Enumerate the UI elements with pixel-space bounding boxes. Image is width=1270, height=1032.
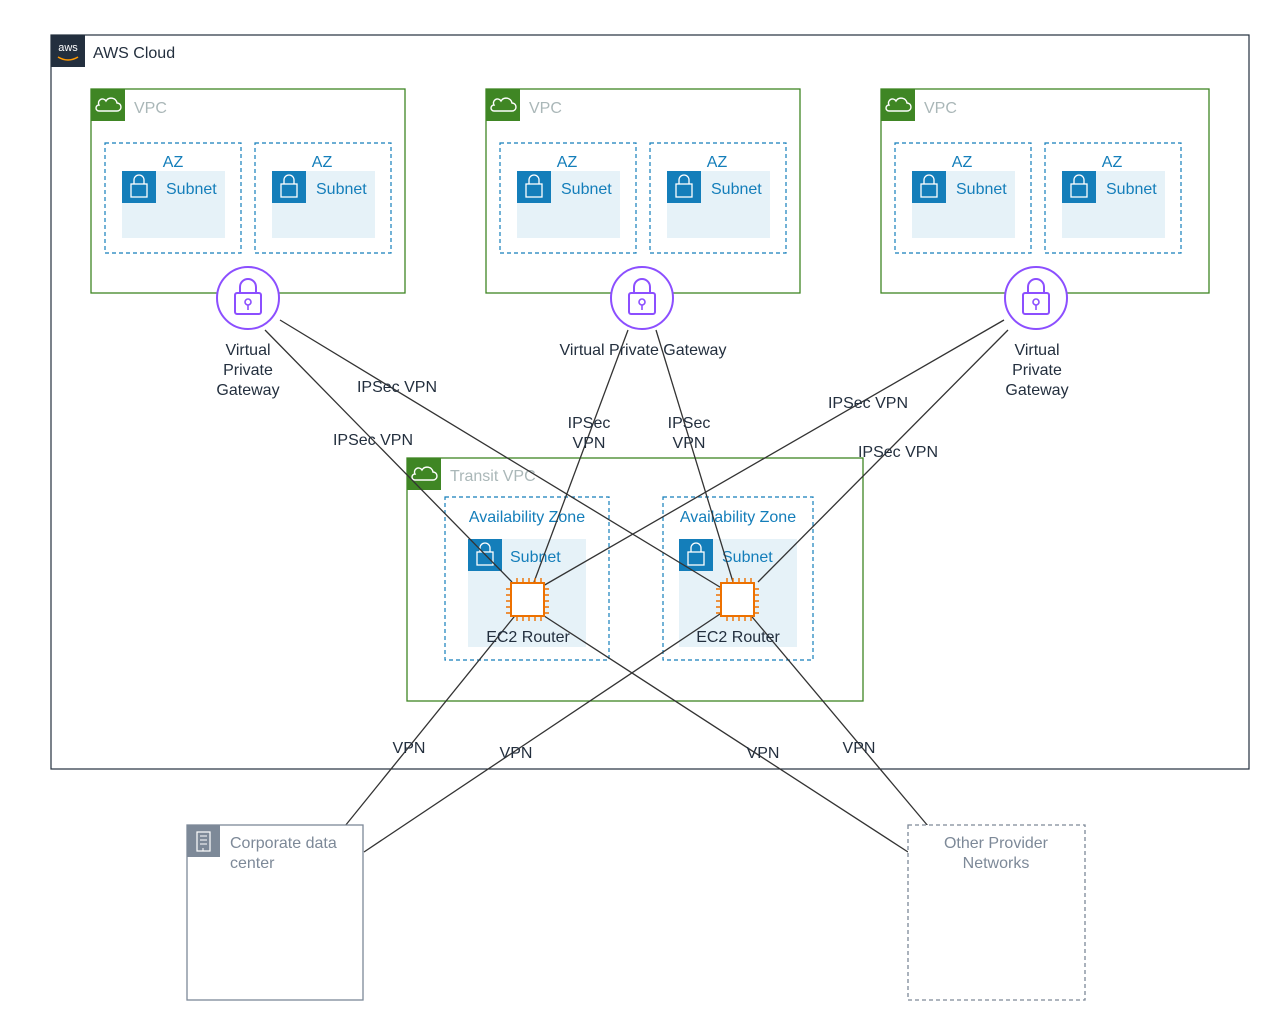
subnet-label: Subnet xyxy=(711,181,762,198)
az-box: AZ Subnet xyxy=(649,142,787,254)
virtual-private-gateway-1 xyxy=(216,266,280,330)
az-label: Availability Zone xyxy=(680,509,796,526)
gateway-label: Virtual Private Gateway xyxy=(216,342,279,399)
svg-text:AZ: AZ xyxy=(557,154,578,171)
gateway-label: Virtual Private Gateway xyxy=(560,342,727,359)
az-box: AZ Subnet xyxy=(254,142,392,254)
svg-text:AZ: AZ xyxy=(952,154,973,171)
vpn-line xyxy=(537,611,909,853)
vpc-label: VPC xyxy=(924,100,957,117)
vpn-label: VPN xyxy=(393,740,426,757)
ipsec-vpn-label: IPSec xyxy=(668,415,711,432)
chip-icon xyxy=(716,578,759,621)
subnet-lock-icon xyxy=(679,539,713,571)
ipsec-vpn-line xyxy=(279,319,739,599)
svg-text:Virtual Private Gateway: Virtual Private Gateway xyxy=(560,342,727,359)
subnet-label: Subnet xyxy=(956,181,1007,198)
subnet-label: Subnet xyxy=(561,181,612,198)
vpn-label: VPN xyxy=(500,745,533,762)
other-networks-label: Networks xyxy=(963,855,1030,872)
router-label: EC2 Router xyxy=(486,629,570,646)
vpn-line xyxy=(747,611,929,827)
subnet-lock-icon xyxy=(122,171,156,203)
transit-vpc-label: Transit VPC xyxy=(450,468,536,485)
corporate-label: center xyxy=(230,855,275,872)
transit-vpc-group: Transit VPC xyxy=(406,457,864,702)
gateway-lock-icon xyxy=(1022,278,1050,315)
az-label: Availability Zone xyxy=(469,509,585,526)
virtual-private-gateway-3 xyxy=(1004,266,1068,330)
svg-text:Virtual: Virtual xyxy=(1014,342,1059,359)
subnet-lock-icon xyxy=(1062,171,1096,203)
vpc-cloud-icon xyxy=(407,458,441,490)
corporate-label: Corporate data xyxy=(230,835,337,852)
other-provider-networks: Other Provider Networks xyxy=(907,824,1086,1001)
router-label: EC2 Router xyxy=(696,629,780,646)
connection-labels: IPSec VPN IPSec VPN IPSec VPN IPSec VPN … xyxy=(333,379,938,762)
aws-logo-icon: aws xyxy=(51,35,85,67)
svg-text:AZ: AZ xyxy=(1102,154,1123,171)
ipsec-vpn-line xyxy=(655,329,734,583)
ipsec-vpn-label: VPN xyxy=(573,435,606,452)
subnet-lock-icon xyxy=(272,171,306,203)
az-box: AZ Subnet xyxy=(499,142,637,254)
ipsec-vpn-line xyxy=(757,329,1009,583)
aws-cloud-group: aws AWS Cloud xyxy=(50,34,1250,770)
subnet-lock-icon xyxy=(667,171,701,203)
vpn-line xyxy=(344,611,519,827)
corporate-data-center: Corporate data center xyxy=(186,824,364,1001)
chip-icon xyxy=(506,578,549,621)
gateway-label: Virtual Private Gateway xyxy=(1005,342,1068,399)
connection-lines xyxy=(264,319,1009,853)
ipsec-vpn-line xyxy=(264,329,513,583)
subnet-label: Subnet xyxy=(316,181,367,198)
subnet-label: Subnet xyxy=(722,549,773,566)
az-box: AZ Subnet xyxy=(1044,142,1182,254)
ipsec-vpn-label: IPSec VPN xyxy=(828,395,908,412)
other-networks-label: Other Provider xyxy=(944,835,1049,852)
ipsec-vpn-label: IPSec VPN xyxy=(357,379,437,396)
vpn-label: VPN xyxy=(843,740,876,757)
svg-text:Gateway: Gateway xyxy=(1005,382,1068,399)
svg-text:AZ: AZ xyxy=(312,154,333,171)
svg-text:AZ: AZ xyxy=(163,154,184,171)
subnet-label: Subnet xyxy=(166,181,217,198)
vpn-label: VPN xyxy=(747,745,780,762)
vpc-cloud-icon xyxy=(486,89,520,121)
svg-text:aws: aws xyxy=(58,42,78,54)
vpc-label: VPC xyxy=(134,100,167,117)
subnet-lock-icon xyxy=(912,171,946,203)
gateway-lock-icon xyxy=(628,278,656,315)
vpc-label: VPC xyxy=(529,100,562,117)
subnet-label: Subnet xyxy=(510,549,561,566)
svg-text:Private: Private xyxy=(223,362,273,379)
svg-text:Private: Private xyxy=(1012,362,1062,379)
svg-text:Gateway: Gateway xyxy=(216,382,279,399)
ec2-router-2: EC2 Router xyxy=(696,578,780,646)
vpc-cloud-icon xyxy=(91,89,125,121)
ec2-router-1: EC2 Router xyxy=(486,578,570,646)
ipsec-vpn-label: IPSec xyxy=(568,415,611,432)
ipsec-vpn-label: IPSec VPN xyxy=(333,432,413,449)
az-box: AZ Subnet xyxy=(894,142,1032,254)
vpn-line xyxy=(363,611,724,853)
subnet-lock-icon xyxy=(517,171,551,203)
svg-text:AZ: AZ xyxy=(707,154,728,171)
virtual-private-gateway-2 xyxy=(610,266,674,330)
ipsec-vpn-line xyxy=(535,319,1005,591)
ipsec-vpn-line xyxy=(533,329,629,583)
ipsec-vpn-label: IPSec VPN xyxy=(858,444,938,461)
vpc-cloud-icon xyxy=(881,89,915,121)
building-icon xyxy=(187,825,220,857)
az-box: AZ Subnet xyxy=(104,142,242,254)
svg-text:Virtual: Virtual xyxy=(225,342,270,359)
subnet-label: Subnet xyxy=(1106,181,1157,198)
gateway-lock-icon xyxy=(234,278,262,315)
ipsec-vpn-label: VPN xyxy=(673,435,706,452)
aws-cloud-label: AWS Cloud xyxy=(93,45,175,62)
